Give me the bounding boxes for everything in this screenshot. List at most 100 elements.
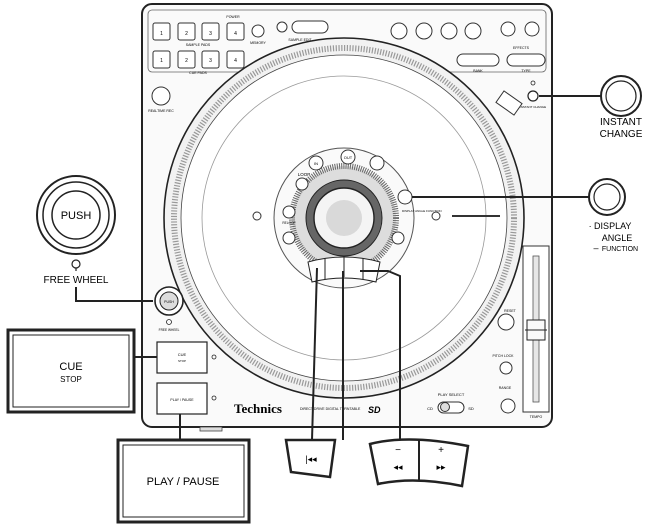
bank-label: BANK bbox=[473, 69, 483, 73]
cue-pads-label: CUE PADS bbox=[189, 71, 207, 75]
small-cue-label: CUE bbox=[178, 352, 187, 357]
cd-label: CD bbox=[427, 406, 433, 411]
instant-change-area: INSTANT CHANGE bbox=[495, 80, 546, 116]
effect-knob-3[interactable] bbox=[440, 22, 458, 40]
deck-front-lip bbox=[199, 426, 223, 432]
instant-change-small-button[interactable] bbox=[527, 90, 539, 102]
platter-side-dot-right bbox=[431, 211, 441, 221]
sd-label: SD bbox=[468, 406, 474, 411]
left-button[interactable] bbox=[282, 231, 296, 245]
effect-knob-2[interactable] bbox=[415, 22, 433, 40]
instant-change-callout: INSTANT CHANGE bbox=[539, 75, 643, 140]
display-angle-minus-mark: – bbox=[593, 243, 598, 253]
top-controls bbox=[151, 20, 546, 106]
free-wheel-led-icon bbox=[71, 259, 81, 269]
effect-knob-5[interactable] bbox=[500, 21, 516, 37]
right-controls bbox=[437, 313, 516, 414]
cue-callout-box-inner bbox=[12, 334, 130, 408]
in-button[interactable] bbox=[308, 155, 324, 171]
play-led bbox=[211, 395, 217, 401]
push-knob-cap[interactable] bbox=[51, 190, 101, 240]
reloop-button[interactable] bbox=[282, 205, 296, 219]
display-angle-callout: · DISPLAY ANGLE – FUNCTION bbox=[412, 178, 638, 253]
sample-pad-4[interactable] bbox=[226, 22, 245, 41]
small-push-label: PUSH bbox=[164, 300, 174, 304]
sample-pads-label: SAMPLE PADS bbox=[186, 43, 211, 47]
platter-side-dot-left bbox=[252, 211, 262, 221]
push-callout-label: PUSH bbox=[61, 210, 92, 222]
effect-knob-6[interactable] bbox=[524, 21, 540, 37]
out-adjust-button[interactable] bbox=[369, 155, 385, 171]
display-angle-label-line3: FUNCTION bbox=[602, 246, 638, 253]
play-pause-callout-box-inner bbox=[122, 444, 245, 518]
loop-button[interactable] bbox=[295, 177, 309, 191]
track-back-button-icon bbox=[284, 438, 337, 479]
out-button[interactable] bbox=[340, 149, 356, 165]
track-back-leader bbox=[311, 267, 318, 441]
cue-pad-4[interactable] bbox=[226, 50, 245, 69]
range-label: RANGE bbox=[499, 386, 512, 390]
effect-knob-1[interactable] bbox=[390, 22, 408, 40]
instant-change-label-line2: CHANGE bbox=[600, 129, 643, 140]
cue-pads: 1 2 3 4 CUE PADS bbox=[152, 50, 245, 75]
sample-edit-switch[interactable] bbox=[291, 20, 329, 34]
cue-pad-number: 2 bbox=[185, 58, 188, 64]
free-wheel-leader bbox=[75, 287, 153, 302]
sample-pad-number: 3 bbox=[209, 31, 212, 37]
small-stop-label: STOP bbox=[178, 359, 186, 363]
cue-pad-number: 3 bbox=[209, 58, 212, 64]
type-label: TYPE bbox=[521, 69, 531, 73]
display-angle-label-line1: · DISPLAY bbox=[589, 221, 632, 231]
play-pause-callout-box-outer bbox=[116, 438, 251, 524]
cue-pad-2[interactable] bbox=[177, 50, 196, 69]
memory-button[interactable] bbox=[251, 24, 265, 38]
model-text: DIRECT DRIVE DIGITAL TURNTABLE bbox=[300, 407, 361, 411]
display-angle-small-label: DISPLAY ANGLE FUNCTION bbox=[402, 209, 442, 213]
cue-pad-number: 4 bbox=[234, 58, 237, 64]
platter[interactable] bbox=[163, 37, 525, 399]
effect-knob-4[interactable] bbox=[464, 22, 482, 40]
display-angle-button[interactable] bbox=[397, 189, 413, 205]
reset-button[interactable] bbox=[497, 313, 515, 331]
sample-pad-1[interactable] bbox=[152, 22, 171, 41]
cue-pad-1[interactable] bbox=[152, 50, 171, 69]
sample-pad-number: 4 bbox=[234, 31, 237, 37]
sample-pad-2[interactable] bbox=[177, 22, 196, 41]
cue-callout-label: CUE bbox=[59, 361, 82, 373]
tempo-label: TEMPO bbox=[530, 415, 543, 419]
right-button[interactable] bbox=[391, 231, 405, 245]
play-select-knob[interactable] bbox=[440, 402, 450, 412]
small-play-pause-button[interactable] bbox=[156, 382, 208, 415]
small-cue-button[interactable] bbox=[156, 341, 208, 374]
reloop-label: RELOOP bbox=[282, 221, 295, 225]
memory-label: MEMORY bbox=[250, 41, 266, 45]
brand-logo: Technics bbox=[234, 401, 282, 416]
loop-label: LOOP bbox=[298, 172, 311, 177]
stop-callout-label: STOP bbox=[60, 375, 82, 384]
bank-button[interactable] bbox=[456, 53, 500, 67]
track-back-callout: |◂◂ bbox=[284, 267, 337, 479]
sample-pad-number: 1 bbox=[160, 31, 163, 37]
fast-forward-icon: ▸▸ bbox=[436, 462, 446, 472]
type-button[interactable] bbox=[506, 53, 546, 67]
out-label: OUT bbox=[344, 155, 353, 160]
in-label: IN bbox=[314, 161, 318, 166]
search-leader-right bbox=[360, 270, 401, 440]
range-button[interactable] bbox=[500, 398, 516, 414]
cue-led bbox=[211, 354, 217, 360]
instant-change-small-label: INSTANT CHANGE bbox=[520, 105, 546, 109]
sample-pad-number: 2 bbox=[185, 31, 188, 37]
direction-switch[interactable] bbox=[495, 90, 523, 116]
effects-label: EFFECTS bbox=[513, 46, 530, 50]
cue-pad-3[interactable] bbox=[201, 50, 220, 69]
loop-top-button[interactable] bbox=[276, 21, 288, 33]
platter-buttons bbox=[252, 149, 441, 245]
pitch-lock-button[interactable] bbox=[499, 361, 513, 375]
track-back-icon: |◂◂ bbox=[305, 454, 317, 464]
display-angle-label-line2: ANGLE bbox=[602, 233, 633, 243]
sample-pad-3[interactable] bbox=[201, 22, 220, 41]
realtime-rec-button[interactable] bbox=[151, 86, 171, 106]
small-free-wheel-label: FREE WHEEL bbox=[159, 328, 180, 332]
play-select-label: PLAY SELECT bbox=[438, 392, 465, 397]
